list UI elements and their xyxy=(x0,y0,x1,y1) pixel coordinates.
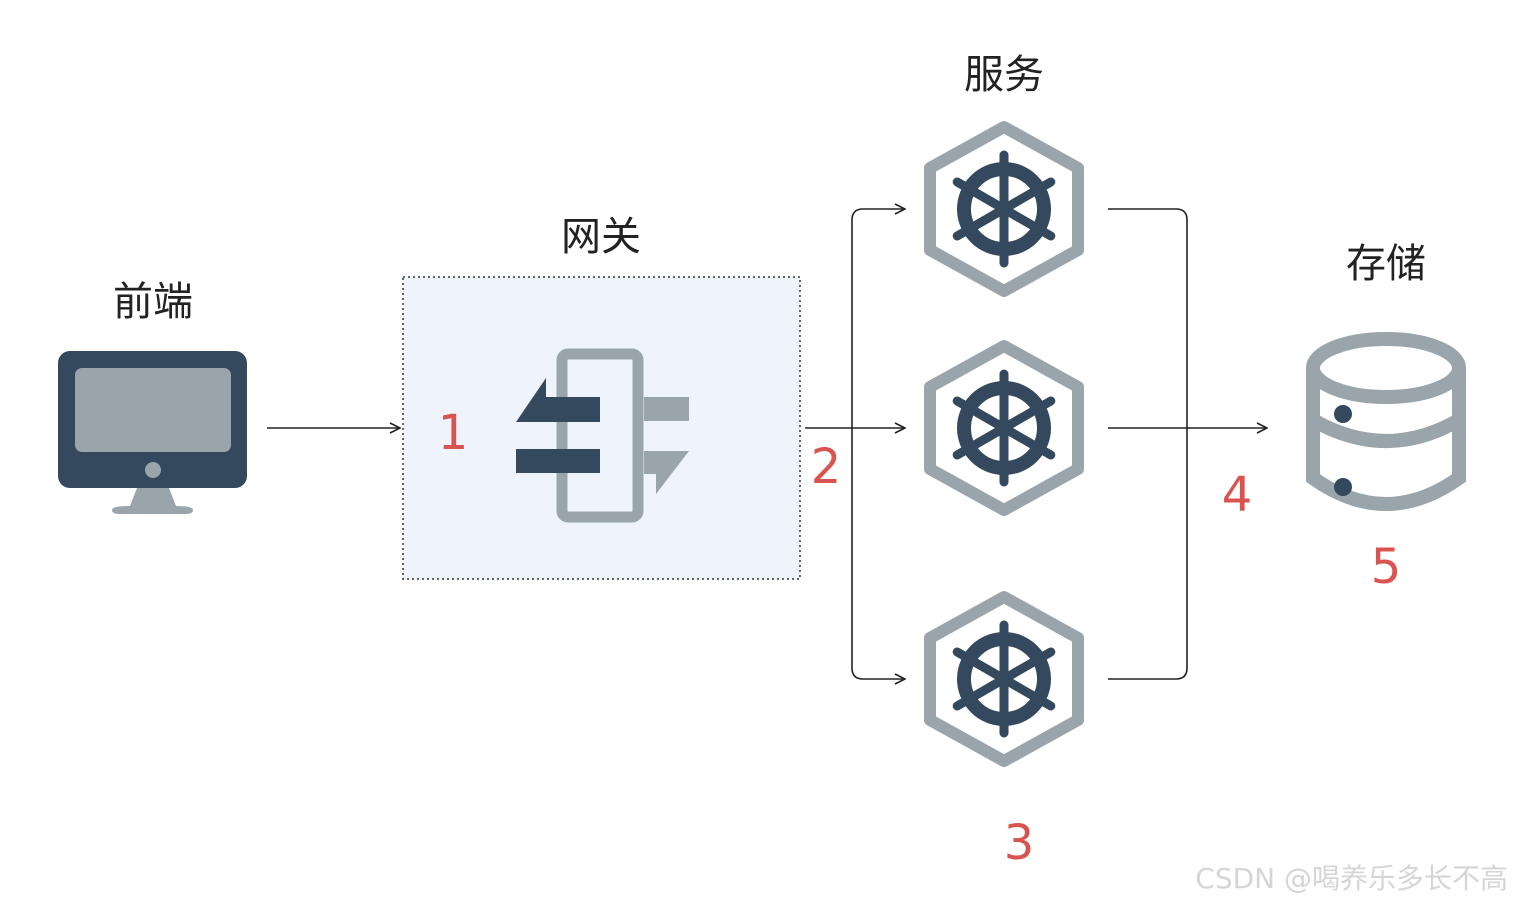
step-number-3: 3 xyxy=(1004,815,1035,871)
step-number-2: 2 xyxy=(811,439,842,495)
service-node-1 xyxy=(930,127,1078,291)
gateway-icon xyxy=(516,348,689,523)
helm-wheel-icon xyxy=(930,127,1078,291)
step-number-4: 4 xyxy=(1222,467,1253,523)
helm-wheel-icon xyxy=(930,597,1078,761)
service-label: 服务 xyxy=(964,52,1044,98)
frontend-label: 前端 xyxy=(113,279,193,325)
step-number-5: 5 xyxy=(1371,539,1402,595)
step-number-1: 1 xyxy=(438,405,469,461)
database-icon xyxy=(1306,332,1466,511)
storage-label: 存储 xyxy=(1346,241,1426,287)
helm-wheel-icon xyxy=(930,346,1078,510)
watermark: CSDN @喝养乐多长不高 xyxy=(1195,862,1508,895)
connector-gateway-to-services xyxy=(805,209,905,679)
service-node-2 xyxy=(930,346,1078,510)
gateway-label: 网关 xyxy=(561,214,641,260)
monitor-icon xyxy=(58,351,247,514)
gateway-box xyxy=(402,276,801,580)
connector-services-to-storage xyxy=(1108,208,1267,680)
service-node-3 xyxy=(930,597,1078,761)
